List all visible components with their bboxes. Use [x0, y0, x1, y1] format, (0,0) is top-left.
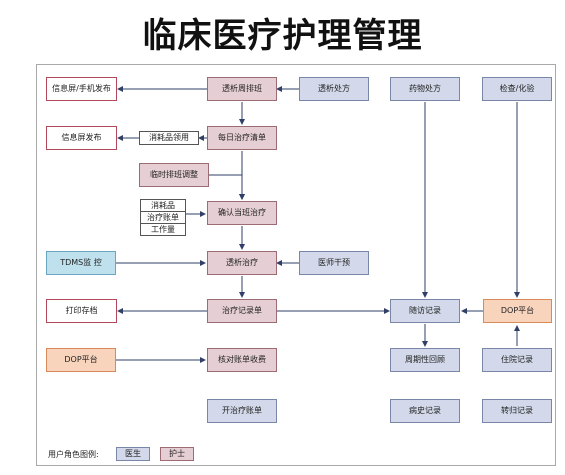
node-dialysis-rx[interactable]: 透析处方 — [299, 77, 369, 101]
legend-label: 用户角色图例: — [48, 450, 99, 459]
node-dop-left[interactable]: DOP平台 — [46, 348, 116, 372]
node-info-phone[interactable]: 信息屏/手机发布 — [46, 77, 117, 101]
node-dialysis-schedule[interactable]: 透析周排班 — [207, 77, 277, 101]
node-transfer[interactable]: 转归记录 — [482, 399, 552, 423]
node-info-screen[interactable]: 信息屏发布 — [46, 126, 117, 150]
node-history[interactable]: 病史记录 — [390, 399, 460, 423]
node-treat-record[interactable]: 治疗记录单 — [207, 299, 277, 323]
edge-temp-to-confirm — [209, 174, 245, 200]
node-followup[interactable]: 随访记录 — [390, 299, 460, 323]
node-doctor-intervene[interactable]: 医师干预 — [299, 251, 369, 275]
node-dop-right[interactable]: DOP平台 — [483, 299, 552, 323]
legend-doctor: 医生 — [116, 447, 150, 461]
node-dialysis-treat[interactable]: 透析治疗 — [207, 251, 277, 275]
node-check-bill[interactable]: 核对账单收费 — [207, 348, 277, 372]
node-tdms[interactable]: TDMS监 控 — [46, 251, 116, 275]
node-daily-list[interactable]: 每日治疗清单 — [207, 126, 277, 150]
node-drug-rx[interactable]: 药物处方 — [390, 77, 460, 101]
node-temp-schedule[interactable]: 临时排班调整 — [139, 163, 209, 187]
node-periodic[interactable]: 周期性回顾 — [390, 348, 460, 372]
node-hospital[interactable]: 住院记录 — [482, 348, 552, 372]
node-print-archive[interactable]: 打印存档 — [46, 299, 117, 323]
node-workload[interactable]: 工作量 — [140, 223, 186, 236]
node-consumables-use[interactable]: 消耗品领用 — [139, 131, 199, 145]
page-title: 临床医疗护理管理 — [142, 16, 423, 56]
node-confirm-shift[interactable]: 确认当班治疗 — [207, 201, 277, 225]
node-open-bill[interactable]: 开治疗账单 — [207, 399, 277, 423]
legend-nurse: 护士 — [160, 447, 194, 461]
diagram-frame — [36, 64, 556, 466]
node-exam-lab[interactable]: 检查/化验 — [482, 77, 552, 101]
